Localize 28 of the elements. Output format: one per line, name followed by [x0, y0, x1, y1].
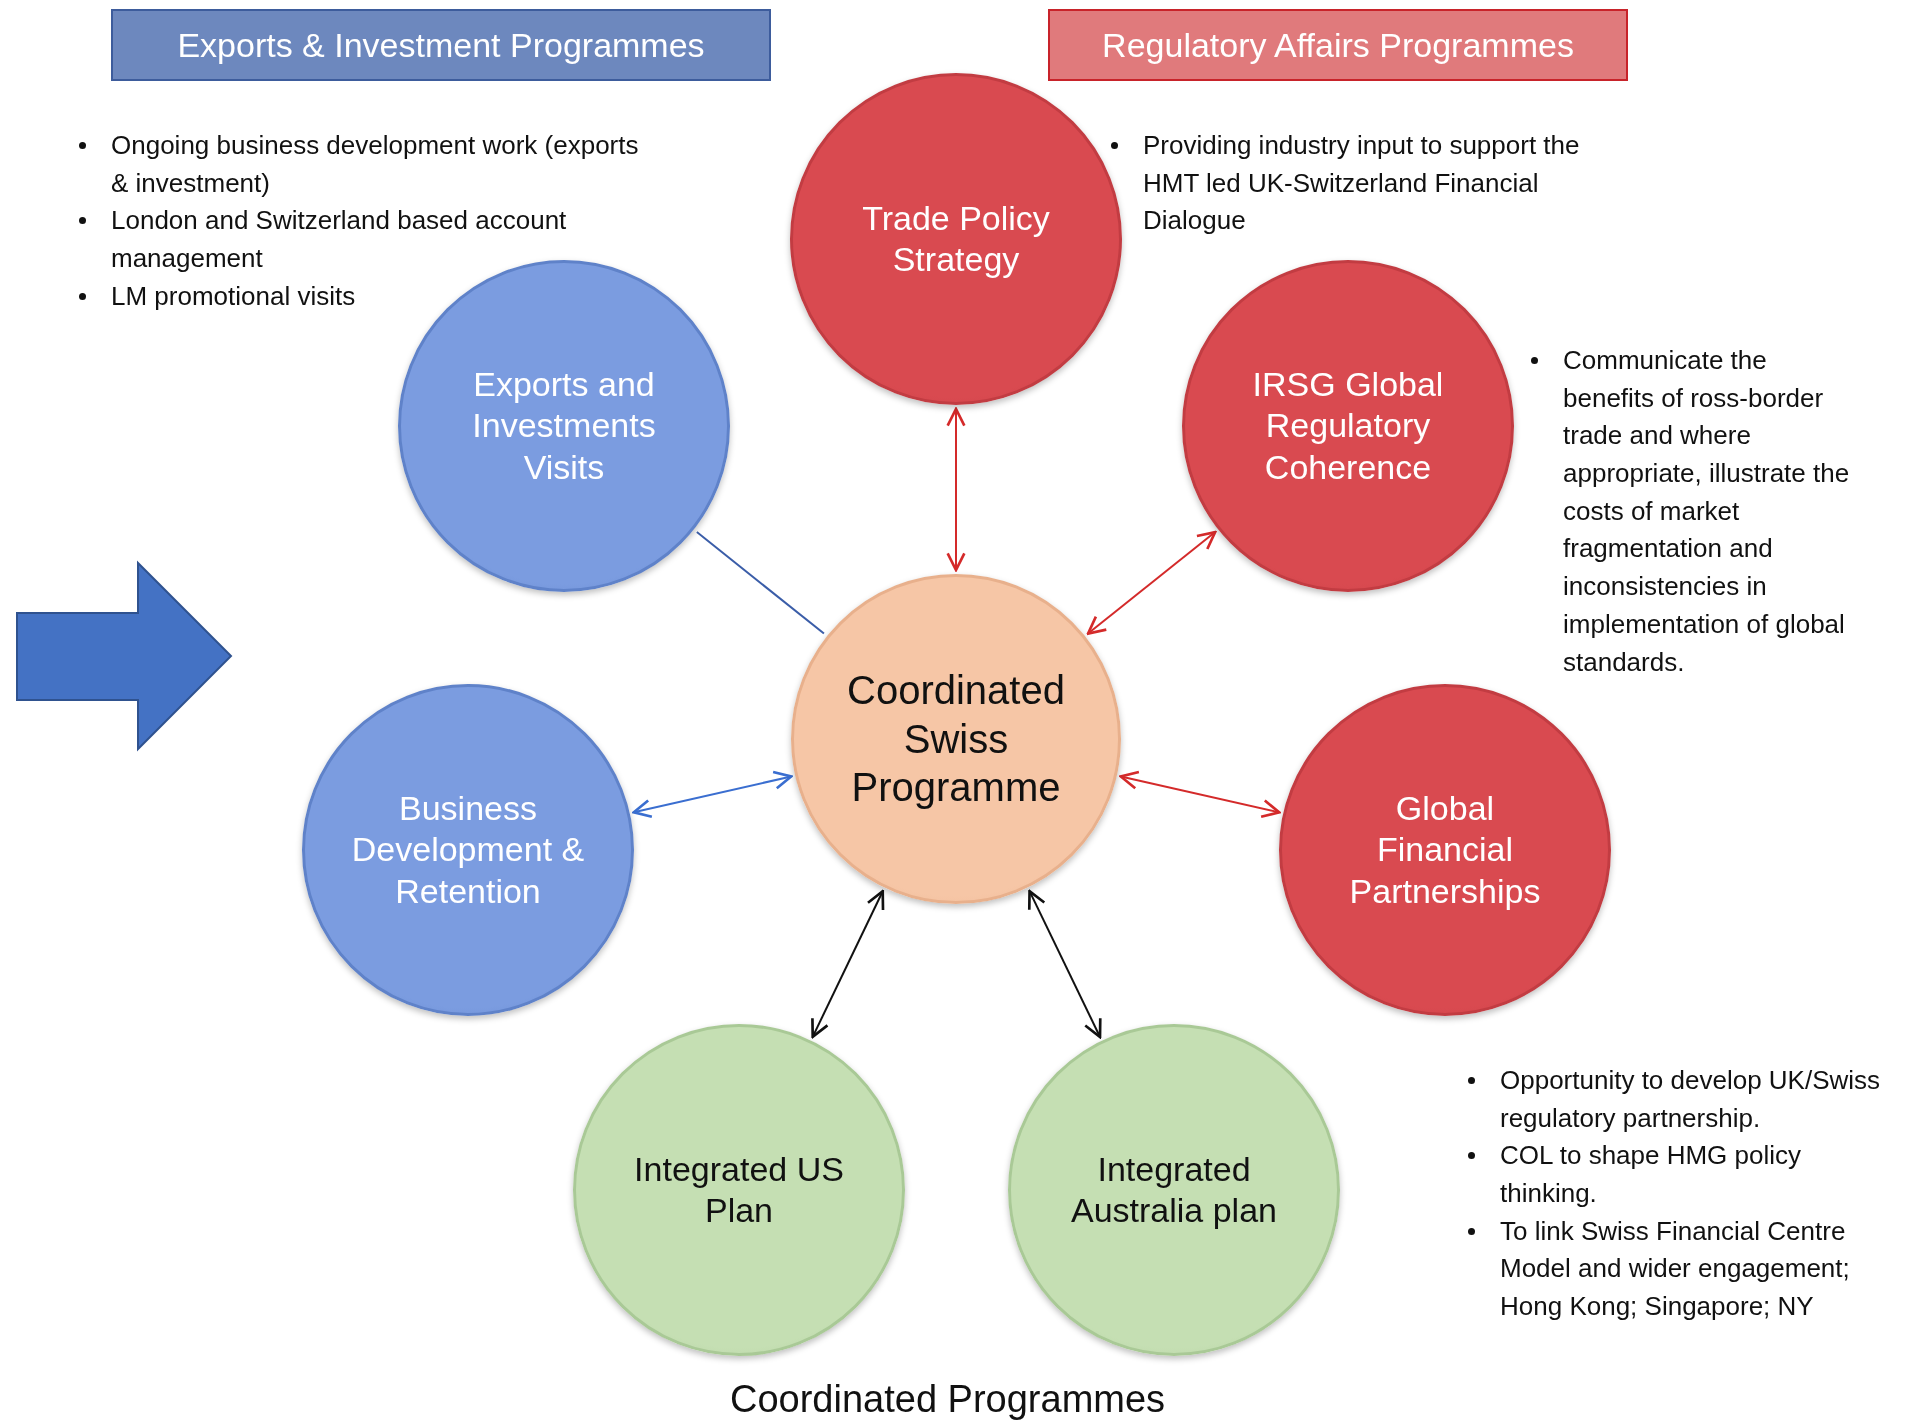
circle-label: Integrated Australia plan	[1070, 1148, 1278, 1231]
header-banner	[1048, 9, 1628, 81]
circle-label: Coordinated Swiss Programme	[846, 666, 1066, 812]
header-banner	[111, 9, 771, 81]
connector-arrow	[811, 889, 885, 1039]
circle-label: Business Development & Retention	[350, 787, 586, 912]
circle-label: Exports and Investments Visits	[471, 363, 657, 488]
connector-arrow	[1086, 530, 1217, 635]
connector-arrow	[946, 407, 966, 572]
banner-title: Regulatory Affairs Programmes	[1102, 25, 1574, 65]
connector-arrow	[1027, 889, 1102, 1039]
banner-title: Exports & Investment Programmes	[177, 25, 705, 65]
circle-label: Trade Policy Strategy	[861, 197, 1051, 280]
bullet-text: Ongoing business development work (exports & investment)	[111, 129, 640, 200]
bullet-text: Opportunity to develop UK/Swiss regulatory partnership.	[1500, 1064, 1882, 1135]
bullet-text: Providing industry input to support the HMT led UK-Switzerland Financial Dialogue	[1143, 129, 1581, 238]
connector-arrow	[632, 770, 793, 819]
bullet-text: LM promotional visits	[111, 279, 356, 313]
connector-line	[695, 531, 825, 635]
connector-arrow	[1119, 770, 1281, 819]
circle-label: IRSG Global Regulatory Coherence	[1251, 363, 1445, 488]
circle-label: Global Financial Partnerships	[1348, 787, 1542, 912]
bullet-text: To link Swiss Financial Centre Model and wider engagement; Hong Kong; Singapore; NY	[1500, 1214, 1851, 1324]
circle-label: Integrated US Plan	[633, 1148, 845, 1231]
bullet-text: Communicate the benefits of ross-border trade and where appropriate, illustrate the costs of market fragmentation and inconsistencies in implementation of global standards.	[1563, 344, 1851, 679]
bullet-text: London and Switzerland based account management	[111, 204, 568, 276]
caption: Coordinated Programmes	[730, 1378, 1166, 1421]
bullet-text: COL to shape HMG policy thinking.	[1500, 1139, 1803, 1211]
